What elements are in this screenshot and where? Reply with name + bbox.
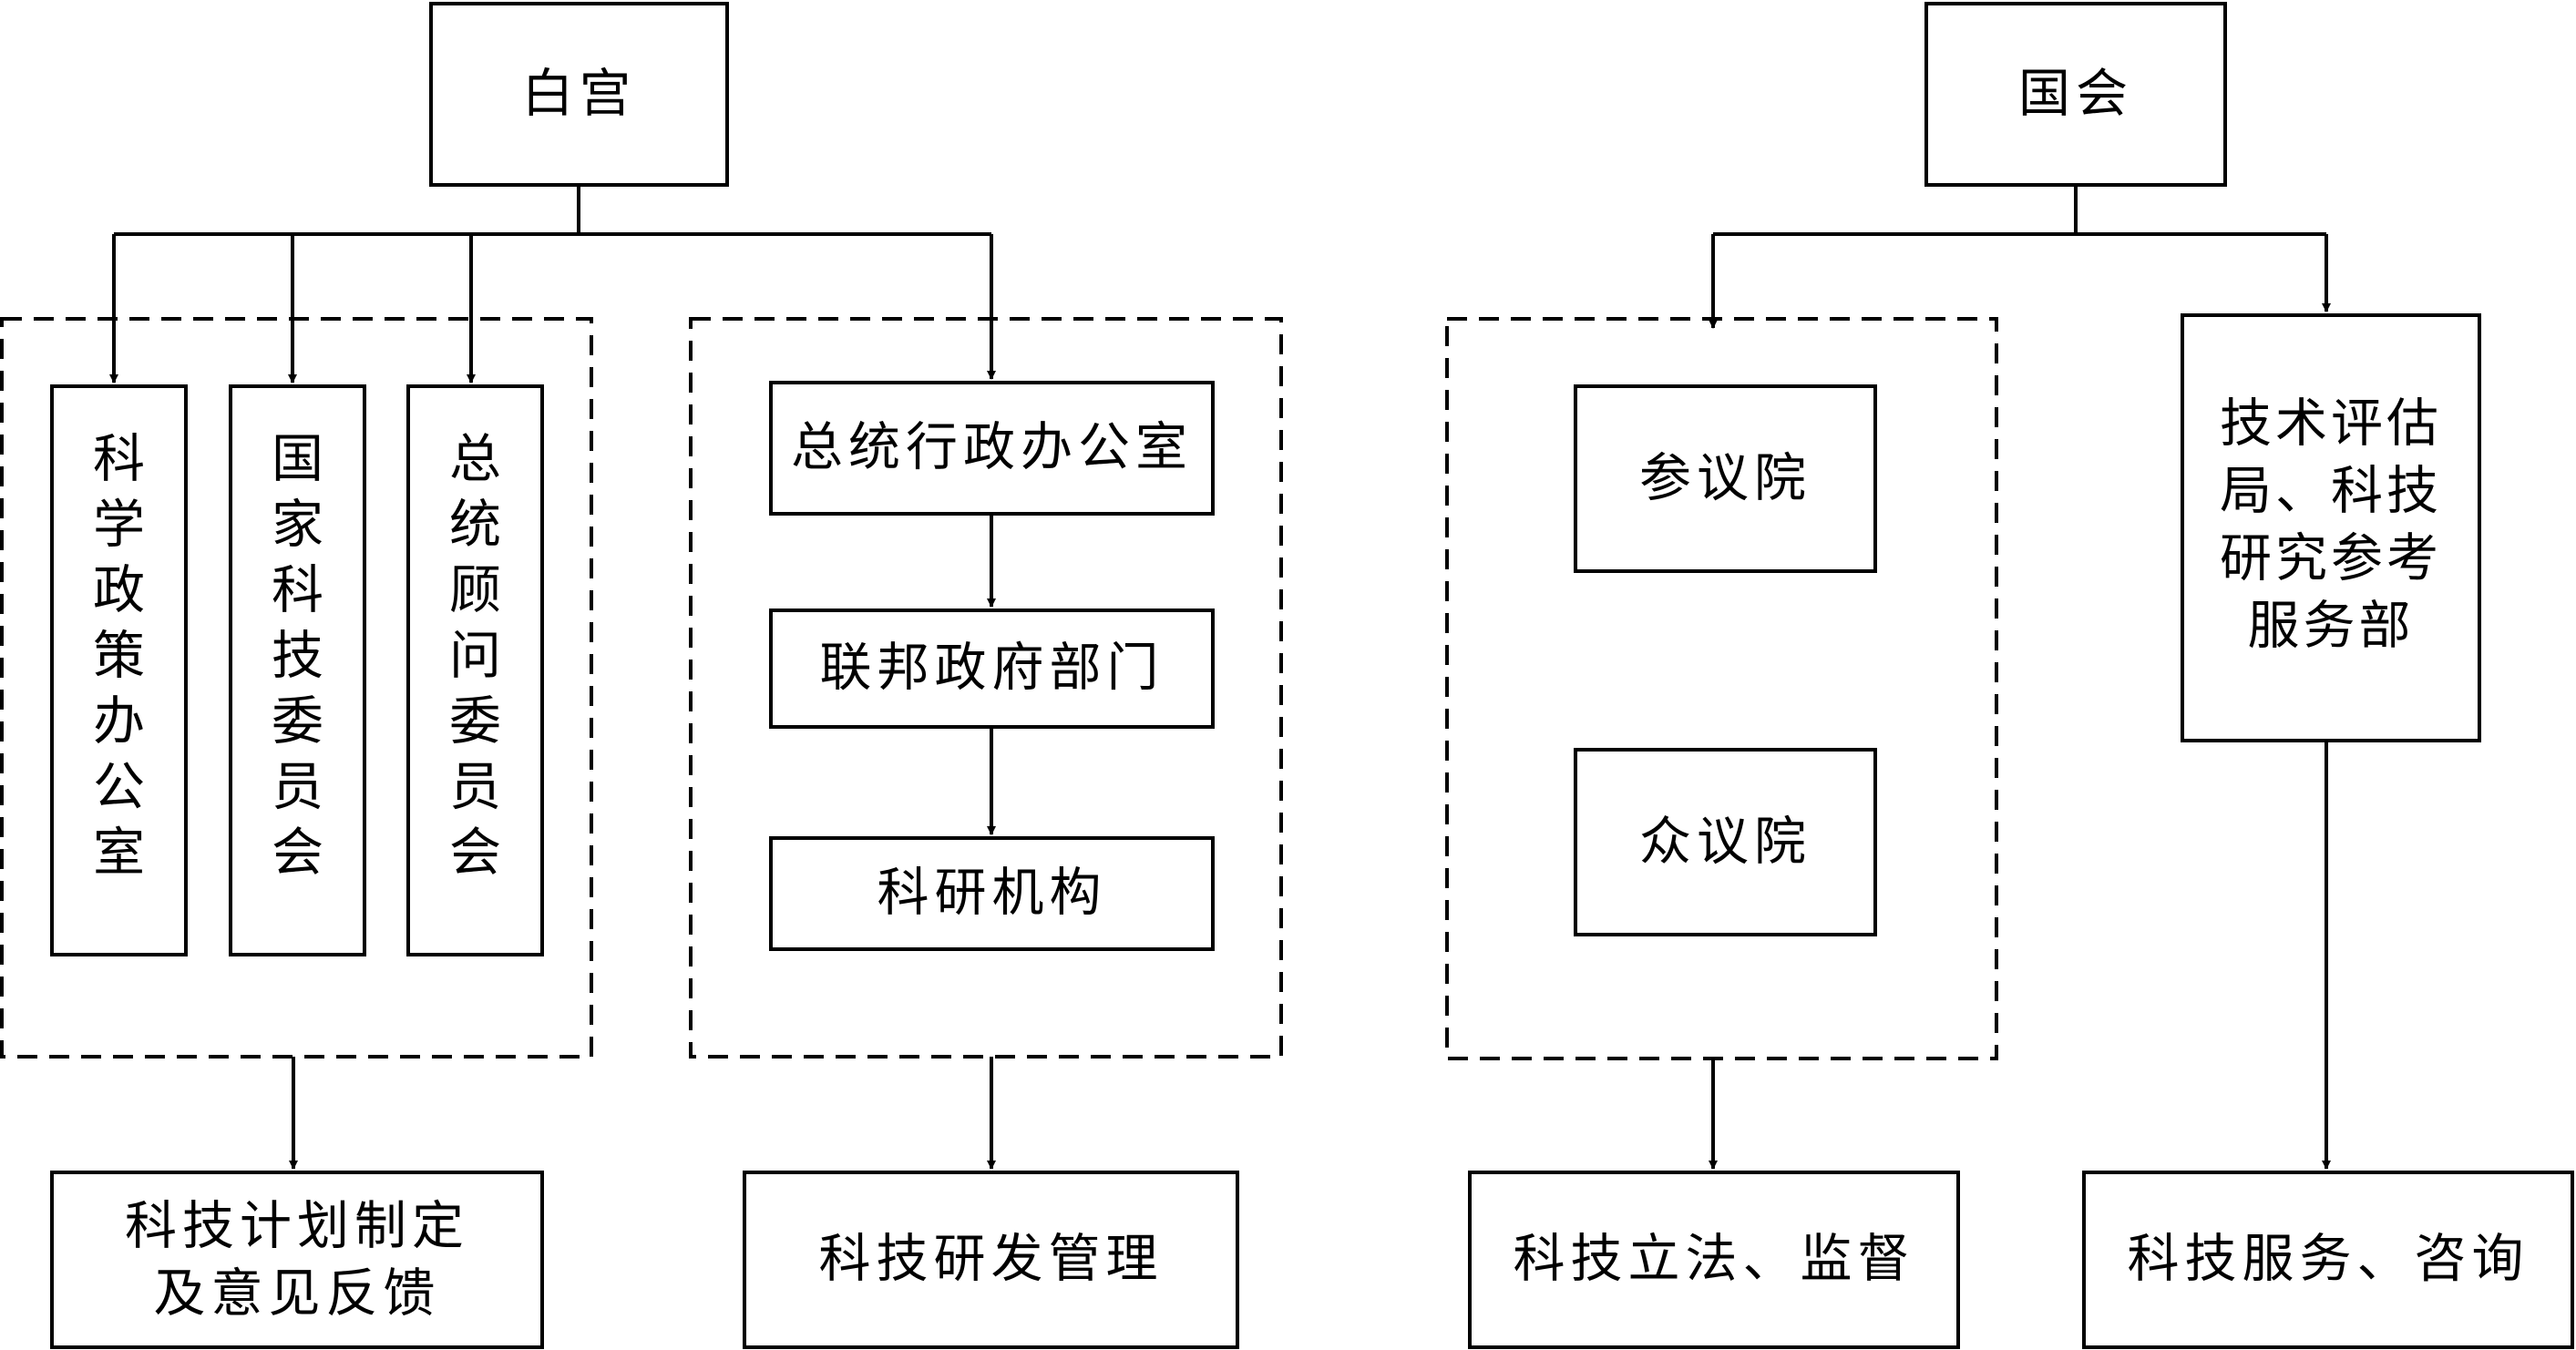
- node-nstc-label: 国 家 科 技 委 员 会: [272, 429, 323, 883]
- group-frame-advisory: [0, 317, 593, 1059]
- node-eop-label: 总统行政办公室: [791, 417, 1193, 478]
- outcome-legislation-label: 科技立法、监督: [1513, 1229, 1915, 1290]
- outcome-plan-label: 科技计划制定 及意见反馈: [125, 1196, 469, 1324]
- node-pcast: 总 统 顾 问 委 员 会: [406, 384, 544, 956]
- node-ostp: 科 学 政 策 办 公 室: [50, 384, 188, 956]
- node-federal-departments: 联邦政府部门: [769, 609, 1215, 729]
- group-frame-congress-chambers: [1445, 317, 1998, 1060]
- node-support-agencies: 技术评估 局、科技 研究参考 服务部: [2181, 313, 2481, 742]
- node-house: 众议院: [1574, 748, 1877, 936]
- outcome-service: 科技服务、咨询: [2082, 1171, 2574, 1349]
- node-federal-departments-label: 联邦政府部门: [819, 638, 1165, 699]
- node-ostp-label: 科 学 政 策 办 公 室: [93, 429, 145, 883]
- node-pcast-label: 总 统 顾 问 委 员 会: [449, 429, 501, 883]
- node-house-label: 众议院: [1639, 811, 1811, 872]
- node-congress-label: 国会: [2018, 63, 2133, 124]
- node-white-house: 白宫: [429, 2, 729, 187]
- node-congress: 国会: [1924, 2, 2227, 187]
- node-eop: 总统行政办公室: [769, 381, 1215, 516]
- node-white-house-label: 白宫: [521, 63, 637, 124]
- node-senate: 参议院: [1574, 384, 1877, 573]
- outcome-plan: 科技计划制定 及意见反馈: [50, 1171, 544, 1349]
- outcome-service-label: 科技服务、咨询: [2127, 1229, 2530, 1290]
- outcome-rd-management: 科技研发管理: [743, 1171, 1239, 1349]
- outcome-legislation: 科技立法、监督: [1468, 1171, 1960, 1349]
- node-research-institutions-label: 科研机构: [877, 863, 1107, 924]
- outcome-rd-management-label: 科技研发管理: [818, 1229, 1164, 1290]
- node-support-agencies-label: 技术评估 局、科技 研究参考 服务部: [2220, 394, 2442, 656]
- node-senate-label: 参议院: [1639, 447, 1811, 508]
- group-frame-executive: [689, 317, 1283, 1059]
- node-nstc: 国 家 科 技 委 员 会: [229, 384, 366, 956]
- node-research-institutions: 科研机构: [769, 836, 1215, 951]
